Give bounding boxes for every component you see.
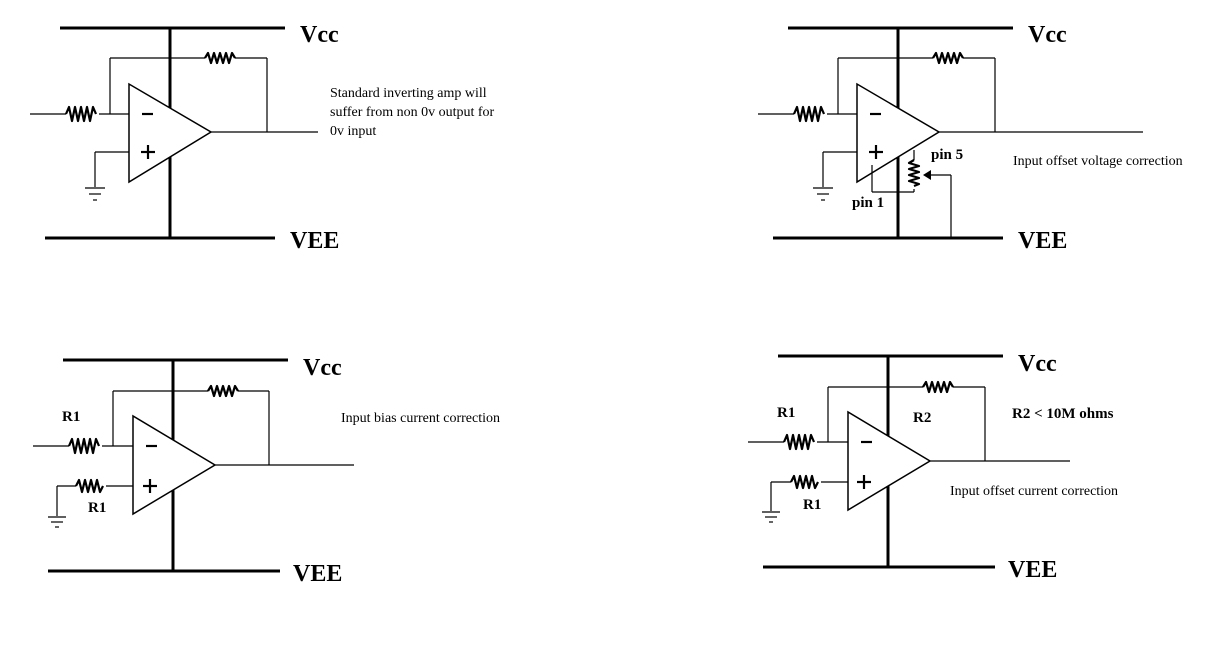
note-offset-current: Input offset current correction: [950, 484, 1118, 499]
note-bias-current: Input bias current correction: [341, 411, 500, 426]
feedback-resistor-r2: [922, 380, 954, 394]
plus-resistor-r1: [790, 474, 819, 490]
vee-label: VEE: [293, 561, 342, 587]
input-resistor-r1: [782, 433, 816, 451]
feedback-resistor: [204, 51, 236, 65]
input-resistor: [64, 105, 98, 123]
r1-input-label: R1: [62, 409, 80, 425]
vee-label: VEE: [290, 228, 339, 254]
op-amp: [132, 414, 217, 516]
note-standard-inverting: Standard inverting amp will suffer from …: [330, 86, 498, 139]
op-amp: [847, 410, 932, 512]
pin5-label: pin 5: [931, 147, 963, 163]
r2-label: R2: [913, 410, 931, 426]
r1-plus-label: R1: [88, 500, 106, 516]
circuit-standard-inverting: Vcc VEE Standard inverting amp will suff…: [30, 22, 498, 254]
r1-plus-label: R1: [803, 497, 821, 513]
note-offset-voltage: Input offset voltage correction: [1013, 154, 1183, 169]
vcc-label: Vcc: [303, 355, 342, 381]
vcc-label: Vcc: [1018, 351, 1057, 377]
input-resistor-r1: [67, 437, 101, 455]
circuit-offset-voltage: Vcc VEE pin 5 pin 1 Input offset voltage…: [758, 22, 1183, 254]
input-resistor: [792, 105, 826, 123]
plus-resistor-r1: [75, 478, 104, 494]
feedback-resistor: [207, 384, 239, 398]
circuit-bias-current: Vcc VEE R1 R1 Input bias current correct…: [33, 355, 500, 587]
vee-label: VEE: [1018, 228, 1067, 254]
potentiometer: [907, 159, 921, 188]
vcc-label: Vcc: [1028, 22, 1067, 48]
r1-input-label: R1: [777, 405, 795, 421]
circuit-offset-current: Vcc VEE R1 R2 R2 < 10M ohms R1 Input off…: [748, 351, 1118, 583]
feedback-resistor: [932, 51, 964, 65]
r2-condition-label: R2 < 10M ohms: [1012, 406, 1114, 422]
op-amp: [856, 82, 941, 184]
vee-label: VEE: [1008, 557, 1057, 583]
pin1-label: pin 1: [852, 195, 884, 211]
vcc-label: Vcc: [300, 22, 339, 48]
op-amp: [128, 82, 213, 184]
wiper-arrow-icon: [923, 170, 931, 180]
